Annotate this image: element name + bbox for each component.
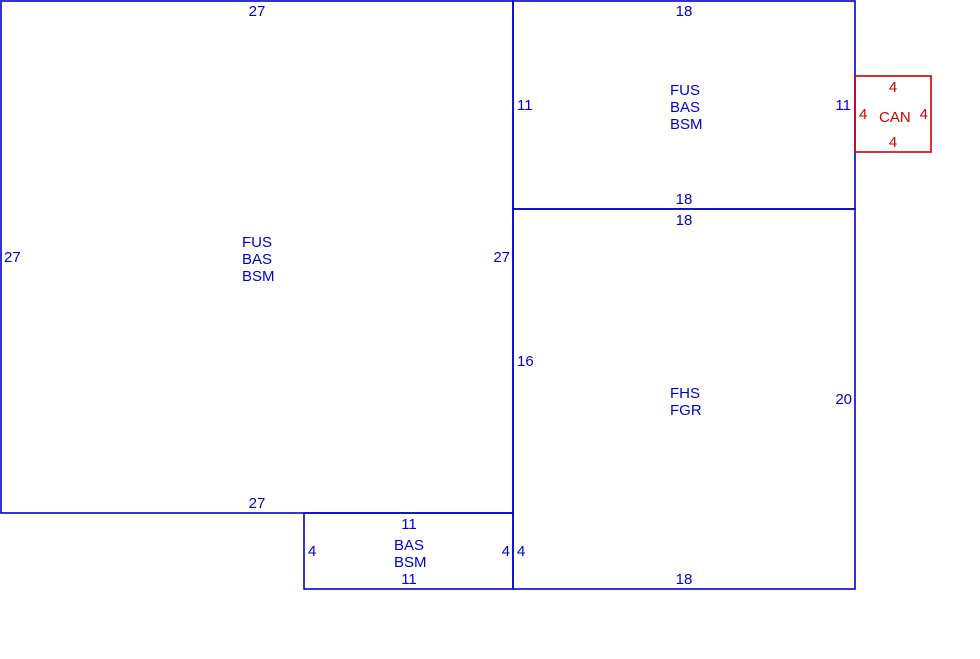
- area-code: FHS: [670, 385, 700, 402]
- area-code: FGR: [670, 402, 702, 419]
- dimension-left: 27: [4, 249, 21, 266]
- area-code: BSM: [394, 554, 427, 571]
- dimension-right: 20: [835, 391, 852, 408]
- dimension-bottom: 11: [401, 571, 417, 588]
- dimension-left: 4: [859, 106, 867, 123]
- area-code: CAN: [879, 109, 911, 126]
- dimension-left: 4: [308, 543, 316, 560]
- room-upper-right: 18 18 11 11 FUS BAS BSM: [512, 0, 856, 210]
- dimension-left-upper: 16: [517, 353, 534, 370]
- dimension-top: 4: [889, 79, 897, 96]
- dimension-top: 18: [676, 3, 693, 20]
- dimension-right: 4: [502, 543, 510, 560]
- dimension-right: 27: [493, 249, 510, 266]
- area-code: BAS: [242, 251, 272, 268]
- dimension-top: 11: [401, 516, 417, 533]
- room-outline: [512, 208, 856, 590]
- area-code: BSM: [242, 268, 275, 285]
- room-lower-right: 18 18 16 4 20 FHS FGR: [512, 208, 856, 590]
- dimension-right: 4: [920, 106, 928, 123]
- dimension-top: 27: [249, 3, 266, 20]
- area-code: FUS: [242, 234, 272, 251]
- room-bottom-small: 11 11 4 4 BAS BSM: [303, 512, 514, 590]
- room-canopy: 4 4 4 4 CAN: [854, 75, 932, 153]
- area-code: FUS: [670, 82, 700, 99]
- dimension-bottom: 18: [676, 191, 693, 208]
- dimension-bottom: 27: [249, 495, 266, 512]
- dimension-bottom: 18: [676, 571, 693, 588]
- room-outline: [854, 75, 932, 153]
- area-code: BSM: [670, 116, 703, 133]
- dimension-right: 11: [835, 97, 851, 114]
- dimension-left: 11: [517, 97, 533, 114]
- area-code: BAS: [670, 99, 700, 116]
- room-outline: [303, 512, 514, 590]
- dimension-bottom: 4: [889, 134, 897, 151]
- area-code: BAS: [394, 537, 424, 554]
- dimension-left-lower: 4: [517, 543, 525, 560]
- dimension-top: 18: [676, 212, 693, 229]
- room-main-left: 27 27 27 27 FUS BAS BSM: [0, 0, 514, 514]
